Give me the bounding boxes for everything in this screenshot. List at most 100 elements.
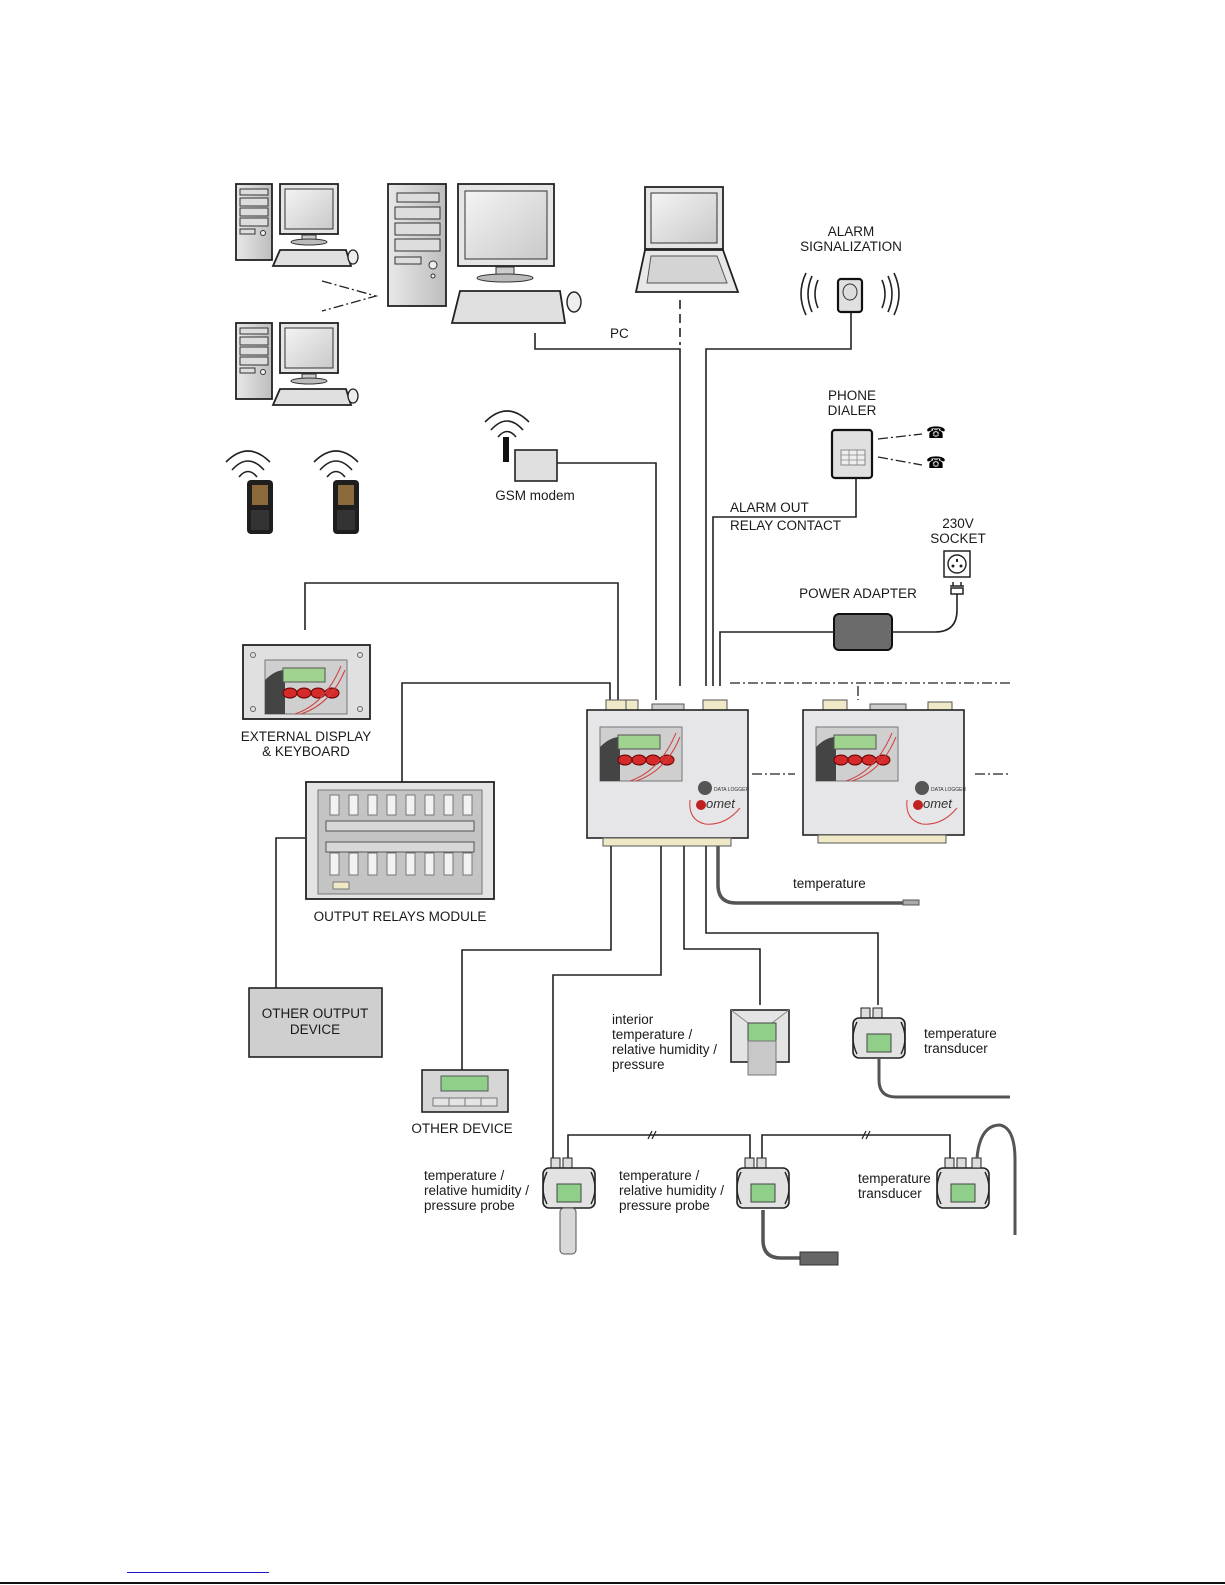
temperature-label: temperature <box>793 876 866 891</box>
gsm-modem-label: GSM modem <box>495 488 575 503</box>
socket-label-1: 230V <box>942 516 974 531</box>
temperature-transducer-label-2: transducer <box>858 1186 922 1201</box>
interior-wire <box>683 846 761 1005</box>
phone-dialer-label-1: PHONE <box>828 388 876 403</box>
footer-link[interactable] <box>127 1572 269 1574</box>
relay-slot <box>462 794 473 816</box>
laptop <box>634 186 740 293</box>
relay-slot <box>462 852 473 876</box>
logger-brand: omet <box>706 796 736 811</box>
relay-slot <box>386 852 397 876</box>
probe-label-3: pressure probe <box>619 1198 710 1213</box>
temperature-cable <box>716 846 905 905</box>
phone-line <box>877 433 923 466</box>
interior-label-3: relative humidity / <box>612 1042 717 1057</box>
output-relays-label: OUTPUT RELAYS MODULE <box>314 909 487 924</box>
power-adapter-label: POWER ADAPTER <box>799 586 917 601</box>
relay-slot <box>367 852 378 876</box>
main-computer <box>387 183 582 324</box>
output-relays-module <box>305 781 495 900</box>
alarm-out-label-1: ALARM OUT <box>730 500 809 515</box>
mobile-phone <box>225 450 273 534</box>
data-logger-secondary: DATA LOGGER omet <box>802 699 966 844</box>
relay-slot <box>405 852 416 876</box>
probe-label-2: relative humidity / <box>424 1183 529 1198</box>
probe-wire <box>552 846 662 1158</box>
relay-slot <box>329 794 340 816</box>
telephone-icon: ☎ <box>926 425 946 442</box>
relay-slot <box>424 794 435 816</box>
power-adapter <box>833 613 893 651</box>
alarm-wire <box>705 313 852 686</box>
probe-transducer <box>542 1157 596 1255</box>
interior-label-2: temperature / <box>612 1027 693 1042</box>
relay-slot <box>329 852 340 876</box>
temperature-transducer <box>852 1007 906 1059</box>
probe-transducer-cabled <box>736 1157 839 1266</box>
external-display-label-2: & KEYBOARD <box>262 744 350 759</box>
temperature-transducer-label-2: transducer <box>924 1041 988 1056</box>
transducer-wire <box>705 846 879 1005</box>
alarm-signalization-label-2: SIGNALIZATION <box>800 239 902 254</box>
probe-chain-wire <box>567 1134 751 1160</box>
other-device-label: OTHER DEVICE <box>411 1121 512 1136</box>
relay-slot <box>443 794 454 816</box>
other-device <box>421 1069 509 1113</box>
relay-slot <box>348 852 359 876</box>
client-computer-bottom <box>235 322 359 406</box>
interior-label-1: interior <box>612 1012 654 1027</box>
terminal-strip <box>325 820 475 832</box>
relay-slot <box>405 794 416 816</box>
alarm-siren-icon <box>800 272 900 316</box>
telephone-icon: ☎ <box>926 455 946 472</box>
other-output-label-2: DEVICE <box>290 1022 340 1037</box>
relay-slot <box>424 852 435 876</box>
temperature-transducer-end <box>936 1123 1017 1235</box>
alarm-signalization-label-1: ALARM <box>828 224 875 239</box>
alarm-out-wire <box>712 478 857 686</box>
data-logger-main: DATA LOGGER omet <box>586 699 749 847</box>
other-output-label-1: OTHER OUTPUT <box>262 1006 369 1021</box>
probe-label-3: pressure probe <box>424 1198 515 1213</box>
gsm-wire <box>557 462 657 700</box>
logger-brand: omet <box>923 796 953 811</box>
logger-badge: DATA LOGGER <box>714 787 749 793</box>
footer-divider <box>0 1582 1225 1584</box>
relay-slot <box>443 852 454 876</box>
logger-badge: DATA LOGGER <box>931 787 966 793</box>
probe-chain-wire <box>761 1134 951 1160</box>
mobile-phone <box>313 450 359 534</box>
interior-sensor <box>730 1009 790 1076</box>
power-wire <box>719 631 834 686</box>
phone-dialer-label-2: DIALER <box>828 403 877 418</box>
other-output-device <box>248 987 383 1058</box>
plug-icon <box>950 582 964 595</box>
relay-wire <box>401 682 611 782</box>
terminal-strip <box>325 841 475 853</box>
pc-label: PC <box>610 326 629 341</box>
client-computer-top <box>235 183 359 267</box>
phone-dialer-device <box>830 428 874 480</box>
socket-label-2: SOCKET <box>930 531 986 546</box>
break-mark <box>647 1130 871 1140</box>
external-display-label-1: EXTERNAL DISPLAY <box>241 729 372 744</box>
probe-label-2: relative humidity / <box>619 1183 724 1198</box>
temperature-sensor <box>902 899 920 906</box>
external-display-keyboard <box>242 644 371 720</box>
relay-slot <box>367 794 378 816</box>
network-link <box>321 280 379 312</box>
alarm-out-label-2: RELAY CONTACT <box>730 518 841 533</box>
display-wire <box>304 582 619 700</box>
temperature-transducer-label-1: temperature <box>924 1026 997 1041</box>
interior-label-4: pressure <box>612 1057 665 1072</box>
other-output-wire <box>275 837 305 988</box>
socket-icon <box>943 550 971 578</box>
gsm-modem <box>484 410 558 482</box>
power-cable <box>892 594 958 633</box>
other-device-wire <box>461 846 612 1070</box>
transducer-cable <box>877 1058 1010 1099</box>
relay-slot <box>386 794 397 816</box>
probe-label-1: temperature / <box>424 1168 505 1183</box>
temperature-transducer-label-1: temperature <box>858 1171 931 1186</box>
